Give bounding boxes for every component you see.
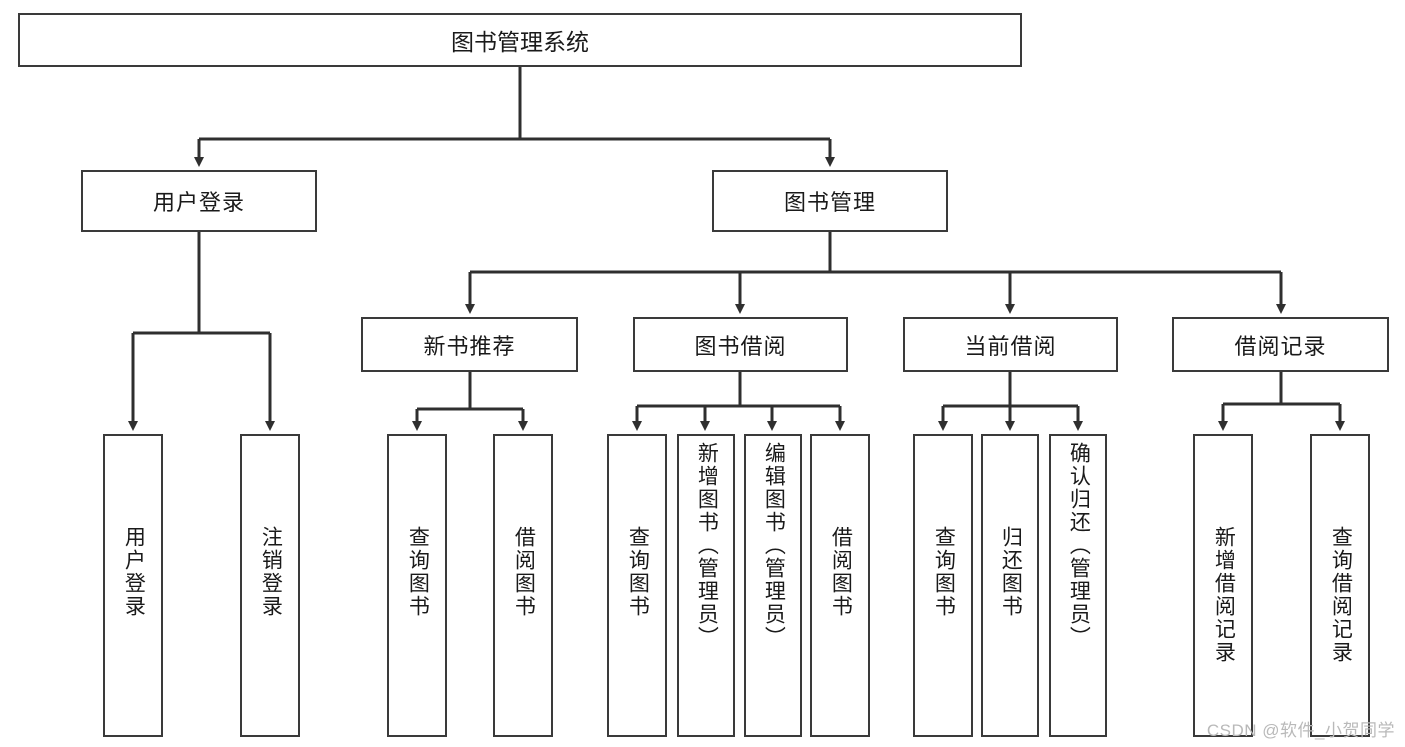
leaf-label: 查询图书 [406,526,430,618]
node-book-management-label: 图书管理 [783,190,876,215]
node-new-book-recommend-label: 新书推荐 [423,333,516,359]
leaf-label: 编辑图书（管理员） [762,442,786,649]
leaf-label: 用户登录 [122,526,146,618]
leaf-current-borrow-confirm[interactable]: 确认归还（管理员） [1049,434,1107,737]
node-user-login[interactable]: 用户登录 [81,170,317,232]
leaf-new-book-borrow[interactable]: 借阅图书 [493,434,553,737]
leaf-new-book-query[interactable]: 查询图书 [387,434,447,737]
node-book-borrow[interactable]: 图书借阅 [633,317,848,372]
leaf-user-login-login[interactable]: 用户登录 [103,434,163,737]
leaf-label: 查询借阅记录 [1329,526,1353,664]
leaf-book-borrow-add[interactable]: 新增图书（管理员） [677,434,735,737]
node-root-system[interactable]: 图书管理系统 [18,13,1022,67]
leaf-label: 查询图书 [626,526,650,618]
watermark-text: CSDN @软件_小贺同学 [1206,721,1395,740]
node-borrow-records[interactable]: 借阅记录 [1172,317,1389,372]
leaf-current-borrow-query[interactable]: 查询图书 [913,434,973,737]
node-current-borrow[interactable]: 当前借阅 [903,317,1118,372]
leaf-book-borrow-borrow[interactable]: 借阅图书 [810,434,870,737]
node-user-login-label: 用户登录 [152,190,245,215]
node-borrow-records-label: 借阅记录 [1234,333,1327,359]
leaf-book-borrow-query[interactable]: 查询图书 [607,434,667,737]
node-book-management[interactable]: 图书管理 [712,170,948,232]
leaf-label: 注销登录 [259,526,283,618]
node-new-book-recommend[interactable]: 新书推荐 [361,317,578,372]
leaf-borrow-record-add[interactable]: 新增借阅记录 [1193,434,1253,737]
leaf-label: 新增借阅记录 [1212,526,1236,664]
leaf-label: 新增图书（管理员） [695,442,719,649]
leaf-user-login-logout[interactable]: 注销登录 [240,434,300,737]
leaf-book-borrow-edit[interactable]: 编辑图书（管理员） [744,434,802,737]
node-root-label: 图书管理系统 [451,29,589,55]
leaf-label: 查询图书 [932,526,956,618]
node-book-borrow-label: 图书借阅 [694,333,787,359]
leaf-current-borrow-return[interactable]: 归还图书 [981,434,1039,737]
leaf-label: 归还图书 [999,526,1023,618]
leaf-label: 确认归还（管理员） [1067,442,1091,649]
leaf-borrow-record-query[interactable]: 查询借阅记录 [1310,434,1370,737]
leaf-label: 借阅图书 [512,526,536,618]
leaf-label: 借阅图书 [829,526,853,618]
node-current-borrow-label: 当前借阅 [964,333,1057,359]
